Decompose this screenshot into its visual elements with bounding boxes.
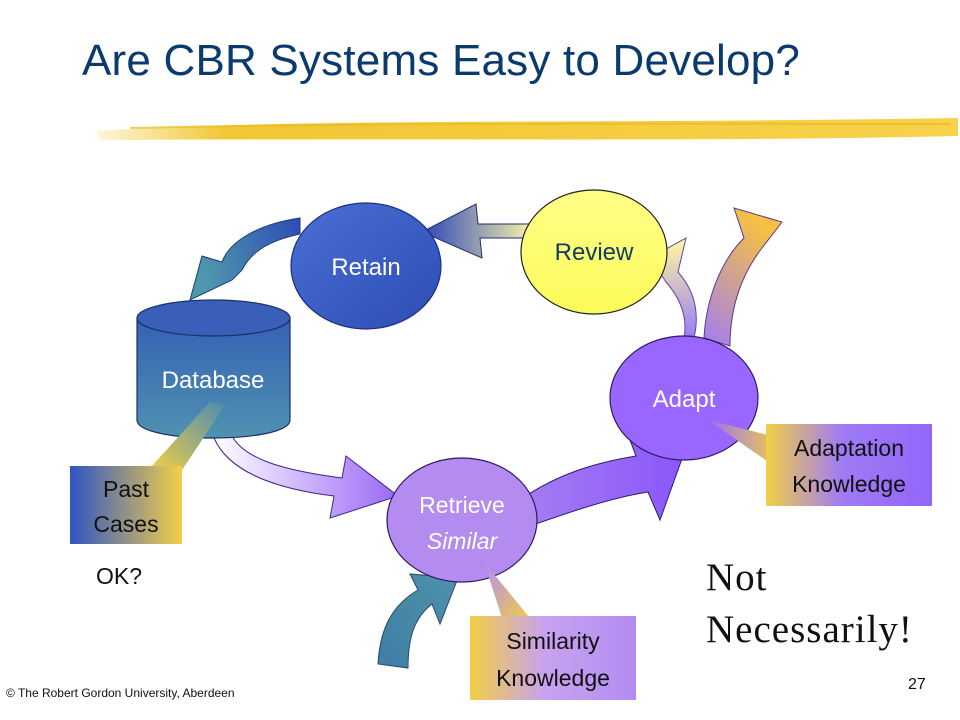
retain-node <box>290 202 442 330</box>
retrieve-node <box>386 457 538 583</box>
adaptation-knowledge-line1: Adaptation <box>794 435 904 461</box>
arrow-adapt-outward <box>703 207 783 347</box>
similarity-knowledge-box <box>470 616 636 700</box>
arrow-retrieve-to-adapt <box>519 439 689 527</box>
arrow-database-to-retrieve <box>213 435 400 519</box>
retain-label: Retain <box>331 254 400 281</box>
page-number: 27 <box>908 676 926 693</box>
title-underline-stroke <box>96 118 958 140</box>
adaptation-knowledge-line2: Knowledge <box>792 471 906 497</box>
arrow-review-to-retain <box>420 203 531 259</box>
adaptation-knowledge-box <box>766 424 932 506</box>
past-cases-line2: Cases <box>93 511 158 537</box>
not-line: Not <box>706 556 768 599</box>
adaptation-knowledge-pointer <box>708 420 780 470</box>
database-node <box>136 299 291 439</box>
copyright-footer: © The Robert Gordon University, Aberdeen <box>6 686 235 700</box>
arrow-retain-to-database <box>189 217 301 301</box>
necessarily-line: Necessarily! <box>706 608 913 651</box>
similarity-knowledge-pointer <box>484 562 530 624</box>
title-underline-streak <box>129 122 951 129</box>
review-node <box>520 189 668 315</box>
past-cases-box <box>70 466 182 544</box>
database-label: Database <box>162 367 265 394</box>
review-label: Review <box>555 239 634 266</box>
retrieve-label-line1: Retrieve <box>419 492 505 518</box>
past-cases-line1: Past <box>103 476 150 502</box>
similarity-knowledge-line1: Similarity <box>506 628 600 654</box>
similarity-knowledge-line2: Knowledge <box>496 665 610 691</box>
past-cases-pointer <box>150 402 226 470</box>
retrieve-label-line2: Similar <box>427 528 499 554</box>
adapt-label: Adapt <box>653 386 716 413</box>
not-necessarily-text: Not Necessarily! <box>706 552 956 656</box>
arrow-input-to-retrieve <box>377 573 459 669</box>
ok-question: OK? <box>96 563 143 589</box>
slide-title: Are CBR Systems Easy to Develop? <box>82 36 801 85</box>
